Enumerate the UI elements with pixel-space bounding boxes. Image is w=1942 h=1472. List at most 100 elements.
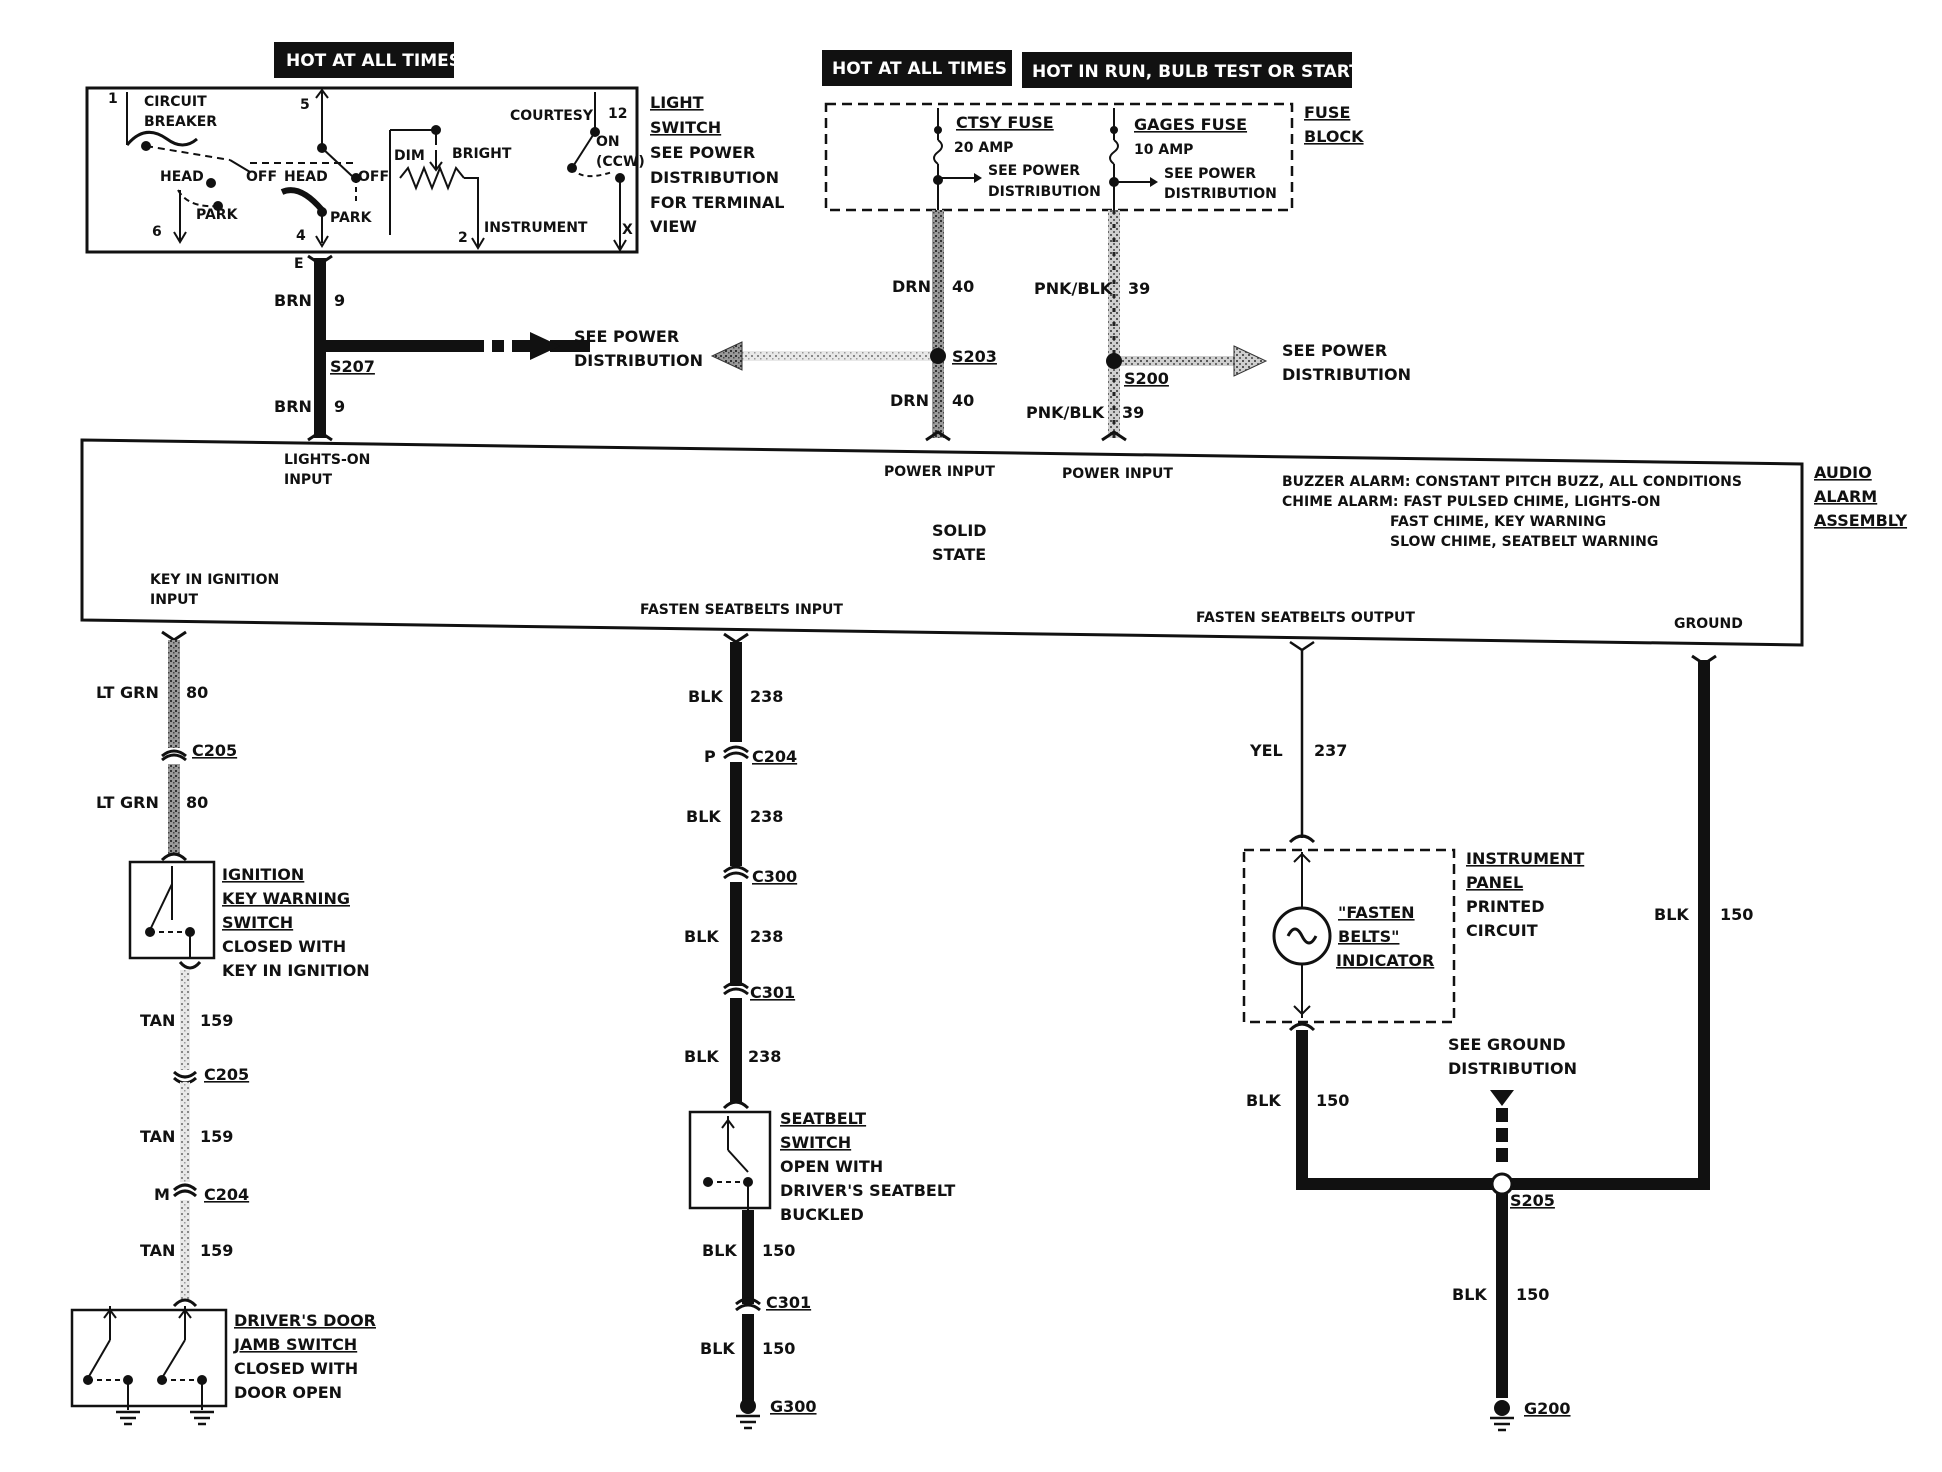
svg-text:SEE GROUND: SEE GROUND xyxy=(1448,1035,1566,1054)
svg-text:BLK: BLK xyxy=(684,1047,719,1066)
svg-text:FUSE: FUSE xyxy=(1304,103,1350,122)
svg-text:C205: C205 xyxy=(192,741,237,760)
svg-text:9: 9 xyxy=(334,397,345,416)
svg-text:DISTRIBUTION: DISTRIBUTION xyxy=(1282,365,1411,384)
svg-text:DISTRIBUTION: DISTRIBUTION xyxy=(650,168,779,187)
svg-text:INDICATOR: INDICATOR xyxy=(1336,951,1434,970)
svg-text:238: 238 xyxy=(750,927,783,946)
svg-text:G300: G300 xyxy=(770,1397,817,1416)
svg-text:HOT AT ALL TIMES: HOT AT ALL TIMES xyxy=(286,51,461,71)
svg-text:KEY WARNING: KEY WARNING xyxy=(222,889,350,908)
svg-text:BLK: BLK xyxy=(702,1241,737,1260)
svg-text:PNK/BLK: PNK/BLK xyxy=(1026,403,1105,422)
svg-text:X: X xyxy=(622,222,633,238)
svg-text:39: 39 xyxy=(1128,279,1150,298)
svg-text:OFF: OFF xyxy=(246,169,277,185)
svg-text:P: P xyxy=(704,747,716,766)
svg-text:KEY IN IGNITION: KEY IN IGNITION xyxy=(222,961,370,980)
svg-text:ON: ON xyxy=(596,134,620,150)
svg-text:2: 2 xyxy=(458,230,468,246)
audio-alarm-assembly-title: AUDIO ALARM ASSEMBLY xyxy=(1814,463,1907,530)
svg-text:DRN: DRN xyxy=(892,277,931,296)
svg-text:LT GRN: LT GRN xyxy=(96,683,159,702)
svg-text:159: 159 xyxy=(200,1011,233,1030)
svg-text:BUZZER ALARM: CONSTANT PITCH B: BUZZER ALARM: CONSTANT PITCH BUZZ, ALL C… xyxy=(1282,474,1742,490)
svg-text:SLOW CHIME, SEATBELT WARNING: SLOW CHIME, SEATBELT WARNING xyxy=(1390,534,1658,550)
ctsy-fuse-label: CTSY FUSE xyxy=(956,113,1054,132)
wire-drn-40: DRN 40 S203 DRN 40 xyxy=(710,210,997,442)
svg-text:S203: S203 xyxy=(952,347,997,366)
ground-symbol-door-right xyxy=(190,1410,214,1426)
ground-g300: G300 xyxy=(736,1397,817,1430)
svg-text:ASSEMBLY: ASSEMBLY xyxy=(1814,511,1907,530)
svg-text:SEE POWER: SEE POWER xyxy=(1282,341,1387,360)
svg-text:238: 238 xyxy=(750,807,783,826)
svg-text:4: 4 xyxy=(296,228,306,244)
svg-text:DISTRIBUTION: DISTRIBUTION xyxy=(574,351,703,370)
svg-text:40: 40 xyxy=(952,391,974,410)
svg-text:S200: S200 xyxy=(1124,369,1169,388)
svg-text:C300: C300 xyxy=(752,867,797,886)
svg-text:BUCKLED: BUCKLED xyxy=(780,1205,864,1224)
svg-text:HOT AT ALL TIMES: HOT AT ALL TIMES xyxy=(832,59,1007,79)
wire-yel-237: YEL 237 xyxy=(1249,640,1347,844)
svg-text:BLK: BLK xyxy=(688,687,723,706)
svg-text:238: 238 xyxy=(748,1047,781,1066)
svg-text:SEE POWER: SEE POWER xyxy=(1164,166,1256,182)
svg-text:TAN: TAN xyxy=(140,1127,175,1146)
fasten-belts-indicator: "FASTEN BELTS" INDICATOR xyxy=(1242,848,1456,1024)
svg-text:BREAKER: BREAKER xyxy=(144,114,217,130)
seatbelt-switch: SEATBELT SWITCH OPEN WITH DRIVER'S SEATB… xyxy=(688,1109,955,1224)
svg-text:5: 5 xyxy=(300,97,310,113)
svg-text:40: 40 xyxy=(952,277,974,296)
svg-text:150: 150 xyxy=(762,1339,795,1358)
svg-text:SEE POWER: SEE POWER xyxy=(574,327,679,346)
svg-text:GROUND: GROUND xyxy=(1674,616,1743,632)
light-switch: 1 CIRCUIT BREAKER HEAD OFF PARK 5 HEAD O… xyxy=(85,86,645,272)
wire-blk-238: BLK 238 P C204 BLK 238 C300 BLK 238 C301… xyxy=(684,632,797,1110)
ignition-key-warning-switch: IGNITION KEY WARNING SWITCH CLOSED WITH … xyxy=(128,860,370,980)
svg-text:20 AMP: 20 AMP xyxy=(954,140,1013,156)
svg-text:SEE POWER: SEE POWER xyxy=(650,143,755,162)
svg-text:FASTEN SEATBELTS OUTPUT: FASTEN SEATBELTS OUTPUT xyxy=(1196,610,1415,626)
header-hot-at-all-times-left: HOT AT ALL TIMES xyxy=(274,42,461,78)
svg-text:TAN: TAN xyxy=(140,1241,175,1260)
svg-text:DRIVER'S SEATBELT: DRIVER'S SEATBELT xyxy=(780,1181,955,1200)
svg-text:SOLID: SOLID xyxy=(932,521,987,540)
svg-text:150: 150 xyxy=(1516,1285,1549,1304)
svg-text:"FASTEN: "FASTEN xyxy=(1338,903,1415,922)
svg-text:DISTRIBUTION: DISTRIBUTION xyxy=(1164,186,1277,202)
ground-symbol-door-left xyxy=(116,1410,140,1426)
light-switch-caption: LIGHT SWITCH SEE POWER DISTRIBUTION FOR … xyxy=(650,93,784,236)
svg-text:INPUT: INPUT xyxy=(284,472,333,488)
svg-text:C301: C301 xyxy=(766,1293,811,1312)
svg-text:SEATBELT: SEATBELT xyxy=(780,1109,866,1128)
svg-text:150: 150 xyxy=(762,1241,795,1260)
svg-text:C204: C204 xyxy=(204,1185,249,1204)
drivers-door-jamb-switch: DRIVER'S DOOR JAMB SWITCH CLOSED WITH DO… xyxy=(70,1306,376,1410)
header-hot-at-all-times-mid: HOT AT ALL TIMES xyxy=(822,50,1012,86)
svg-text:G200: G200 xyxy=(1524,1399,1571,1418)
svg-text:LIGHT: LIGHT xyxy=(650,93,704,112)
svg-text:150: 150 xyxy=(1720,905,1753,924)
svg-text:COURTESY: COURTESY xyxy=(510,108,594,124)
wire-pnkblk-39: PNK/BLK 39 S200 PNK/BLK 39 SEE POWER DIS… xyxy=(1026,210,1411,442)
wire-tan-159: TAN 159 C205 TAN 159 M C204 TAN 159 xyxy=(140,970,249,1308)
svg-text:IGNITION: IGNITION xyxy=(222,865,304,884)
svg-text:159: 159 xyxy=(200,1241,233,1260)
svg-text:238: 238 xyxy=(750,687,783,706)
svg-text:STATE: STATE xyxy=(932,545,986,564)
svg-text:VIEW: VIEW xyxy=(650,217,697,236)
svg-text:C301: C301 xyxy=(750,983,795,1002)
ground-g200: G200 xyxy=(1490,1399,1571,1432)
svg-text:HEAD: HEAD xyxy=(160,169,204,185)
svg-text:M: M xyxy=(154,1185,170,1204)
svg-text:PNK/BLK: PNK/BLK xyxy=(1034,279,1113,298)
svg-text:PRINTED: PRINTED xyxy=(1466,897,1545,916)
svg-text:12: 12 xyxy=(608,106,627,122)
svg-text:BRN: BRN xyxy=(274,291,312,310)
svg-text:SWITCH: SWITCH xyxy=(222,913,293,932)
svg-text:YEL: YEL xyxy=(1249,741,1283,760)
svg-text:LT GRN: LT GRN xyxy=(96,793,159,812)
svg-text:POWER INPUT: POWER INPUT xyxy=(1062,466,1173,482)
